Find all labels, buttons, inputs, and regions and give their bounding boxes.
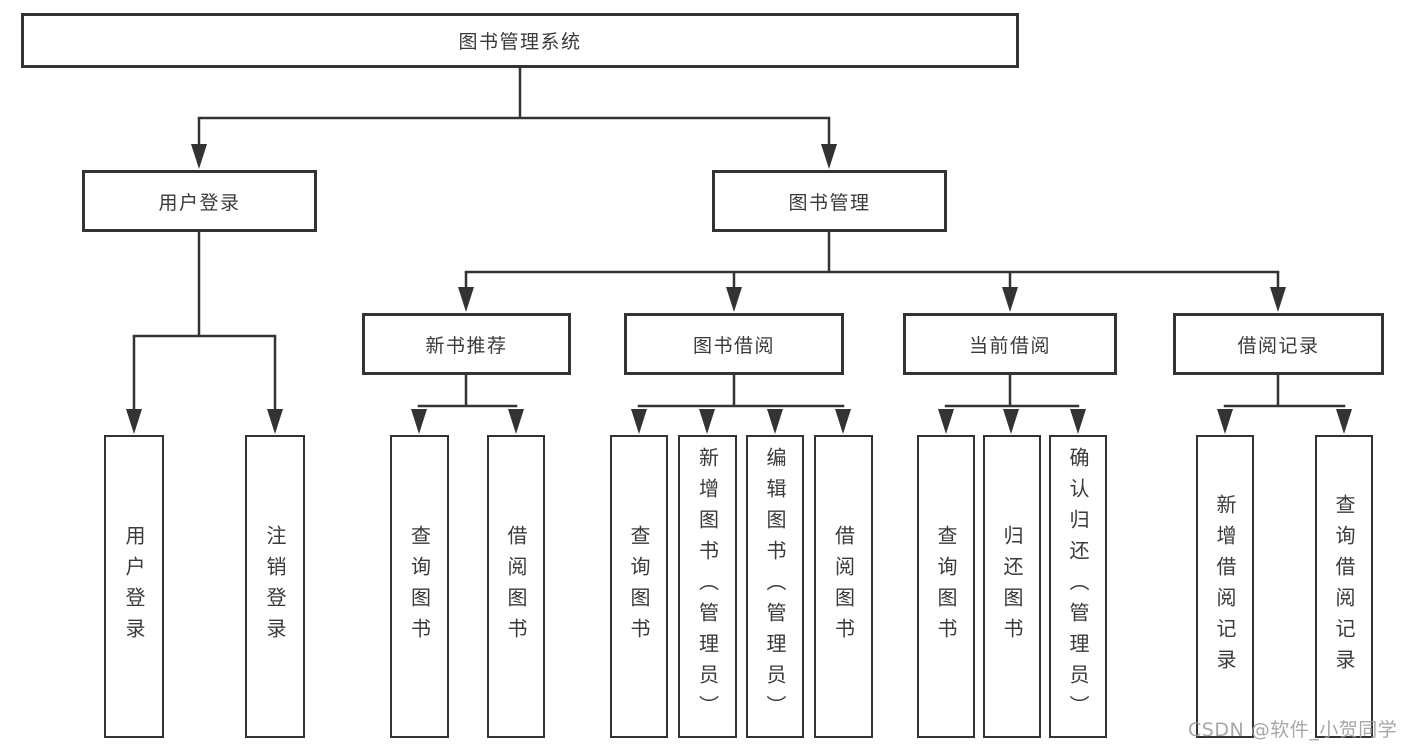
arrowhead-down-icon (508, 409, 524, 434)
arrowhead-down-icon (631, 409, 647, 434)
node-label: 图书管理 (788, 191, 871, 214)
leaf-edit-book-admin: 编辑图书（管理员） (746, 435, 804, 738)
leaf-label: 编辑图书（管理员） (763, 447, 787, 726)
leaf-borrow-books-recommend: 借阅图书 (487, 435, 545, 738)
leaf-user-login: 用户登录 (104, 435, 164, 738)
arrowhead-down-icon (1070, 409, 1086, 434)
leaf-label: 借阅图书 (504, 524, 528, 649)
leaf-query-books-recommend: 查询图书 (390, 435, 449, 738)
leaf-label: 注销登录 (263, 524, 287, 649)
arrowhead-down-icon (1217, 409, 1233, 434)
leaf-return-book: 归还图书 (983, 435, 1041, 738)
node-label: 图书管理系统 (458, 31, 582, 53)
arrowhead-down-icon (1270, 287, 1286, 312)
node-label: 图书借阅 (692, 334, 775, 357)
leaf-add-borrow-record: 新增借阅记录 (1196, 435, 1254, 738)
node-book-borrowing: 图书借阅 (624, 313, 844, 375)
node-label: 新书推荐 (425, 334, 508, 357)
node-user-login-branch: 用户登录 (82, 170, 317, 232)
node-label: 当前借阅 (968, 334, 1051, 357)
arrowhead-down-icon (699, 409, 715, 434)
arrowhead-down-icon (1003, 409, 1019, 434)
arrowhead-down-icon (938, 409, 954, 434)
arrowhead-down-icon (767, 409, 783, 434)
leaf-label: 查询图书 (934, 524, 958, 649)
arrowhead-down-icon (1002, 287, 1018, 312)
arrowhead-down-icon (191, 144, 207, 169)
arrowhead-down-icon (411, 409, 427, 434)
leaf-query-borrow-record: 查询借阅记录 (1315, 435, 1373, 738)
leaf-label: 归还图书 (1000, 524, 1024, 649)
csdn-watermark: CSDN @软件_小贺同学 (1188, 719, 1398, 741)
arrowhead-down-icon (126, 409, 142, 434)
node-borrowing-records: 借阅记录 (1173, 313, 1384, 375)
node-label: 借阅记录 (1237, 334, 1320, 357)
leaf-query-books-borrowing: 查询图书 (610, 435, 668, 738)
leaf-add-book-admin: 新增图书（管理员） (678, 435, 737, 738)
leaf-label: 确认归还（管理员） (1066, 447, 1090, 726)
arrowhead-down-icon (821, 144, 837, 169)
arrowhead-down-icon (1336, 409, 1352, 434)
node-library-management-system: 图书管理系统 (21, 13, 1019, 68)
leaf-borrow-books-borrowing: 借阅图书 (814, 435, 873, 738)
leaf-confirm-return-admin: 确认归还（管理员） (1049, 435, 1107, 738)
leaf-logout: 注销登录 (245, 435, 305, 738)
arrowhead-down-icon (458, 287, 474, 312)
leaf-query-books-current: 查询图书 (917, 435, 975, 738)
arrowhead-down-icon (726, 287, 742, 312)
arrowhead-down-icon (267, 409, 283, 434)
leaf-label: 查询借阅记录 (1332, 493, 1356, 680)
node-new-book-recommendation: 新书推荐 (362, 313, 571, 375)
node-current-borrowing: 当前借阅 (903, 313, 1117, 375)
leaf-label: 新增图书（管理员） (695, 447, 720, 726)
leaf-label: 查询图书 (407, 524, 432, 649)
leaf-label: 查询图书 (627, 524, 651, 649)
leaf-label: 新增借阅记录 (1213, 493, 1237, 680)
leaf-label: 用户登录 (122, 524, 146, 649)
node-label: 用户登录 (158, 191, 241, 214)
node-book-management-branch: 图书管理 (712, 170, 947, 232)
arrowhead-down-icon (835, 409, 851, 434)
leaf-label: 借阅图书 (831, 524, 856, 649)
